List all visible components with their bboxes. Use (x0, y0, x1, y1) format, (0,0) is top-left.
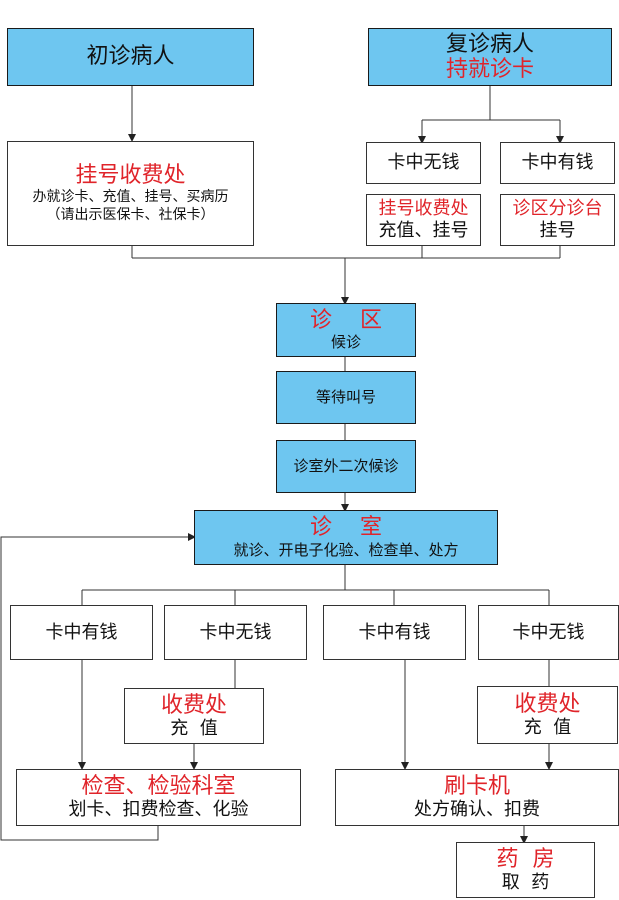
triage-desk-desc: 挂号 (539, 220, 576, 241)
wait-call-box: 等待叫号 (276, 371, 416, 424)
card-no-money-top-box: 卡中无钱 (366, 142, 481, 184)
card-machine-box: 刷卡机 处方确认、扣费 (335, 769, 619, 826)
cashier-right-box: 收费处 充 值 (477, 686, 618, 744)
card-status-label: 卡中无钱 (199, 621, 272, 643)
first-visit-patient-box: 初诊病人 (7, 28, 254, 86)
cashier-right-title: 收费处 (514, 691, 581, 717)
triage-desk-box: 诊区分诊台 挂号 (500, 194, 615, 246)
registration-fee-small-title: 挂号收费处 (378, 198, 469, 220)
consult-room-desc: 就诊、开电子化验、检查单、处方 (233, 540, 459, 559)
card-machine-title: 刷卡机 (443, 774, 510, 800)
cashier-left-title: 收费处 (160, 692, 227, 718)
return-visit-title: 复诊病人 (445, 31, 534, 57)
registration-fee-small-box: 挂号收费处 充值、挂号 (366, 194, 481, 246)
card-status-label: 卡中有钱 (45, 621, 118, 643)
card-machine-desc: 处方确认、扣费 (414, 799, 540, 821)
arrow-exam-loop-back (0, 533, 196, 841)
registration-fee-small-desc: 充值、挂号 (378, 220, 469, 241)
second-wait-box: 诊室外二次候诊 (276, 440, 416, 493)
card-has-money-box-2: 卡中有钱 (323, 605, 466, 660)
card-has-money-top-label: 卡中有钱 (521, 152, 594, 174)
return-visit-subtitle: 持就诊卡 (445, 57, 534, 82)
cashier-right-desc: 充 值 (523, 716, 572, 738)
pharmacy-box: 药 房 取 药 (456, 842, 595, 898)
clinic-area-title: 诊 区 (310, 307, 382, 333)
wait-call-label: 等待叫号 (315, 388, 376, 407)
return-visit-patient-box: 复诊病人 持就诊卡 (368, 28, 612, 86)
consult-room-title: 诊 室 (310, 515, 382, 541)
second-wait-label: 诊室外二次候诊 (293, 457, 399, 476)
consult-room-box: 诊 室 就诊、开电子化验、检查单、处方 (194, 510, 498, 565)
registration-fee-desc: 办就诊卡、充值、挂号、买病历 (32, 188, 229, 205)
card-has-money-top-box: 卡中有钱 (500, 142, 615, 184)
card-has-money-box-1: 卡中有钱 (10, 605, 153, 660)
pharmacy-title: 药 房 (496, 846, 555, 872)
registration-fee-office-box: 挂号收费处 办就诊卡、充值、挂号、买病历 （请出示医保卡、社保卡） (7, 141, 254, 246)
clinic-area-desc: 候诊 (330, 333, 361, 352)
card-no-money-top-label: 卡中无钱 (387, 152, 460, 174)
cashier-left-box: 收费处 充 值 (124, 688, 264, 744)
card-status-label: 卡中有钱 (358, 621, 431, 643)
triage-desk-title: 诊区分诊台 (512, 198, 603, 220)
card-no-money-box-2: 卡中无钱 (478, 605, 619, 660)
registration-fee-note: （请出示医保卡、社保卡） (46, 207, 215, 224)
exam-dept-title: 检查、检验科室 (81, 774, 236, 800)
clinic-area-box: 诊 区 候诊 (276, 303, 416, 357)
first-visit-title: 初诊病人 (86, 44, 175, 70)
registration-fee-title: 挂号收费处 (75, 162, 186, 188)
exam-dept-box: 检查、检验科室 划卡、扣费检查、化验 (16, 769, 301, 826)
card-no-money-box-1: 卡中无钱 (164, 605, 307, 660)
exam-dept-desc: 划卡、扣费检查、化验 (68, 799, 249, 821)
pharmacy-desc: 取 药 (501, 871, 550, 893)
cashier-left-desc: 充 值 (170, 717, 218, 739)
card-status-label: 卡中无钱 (512, 621, 585, 643)
